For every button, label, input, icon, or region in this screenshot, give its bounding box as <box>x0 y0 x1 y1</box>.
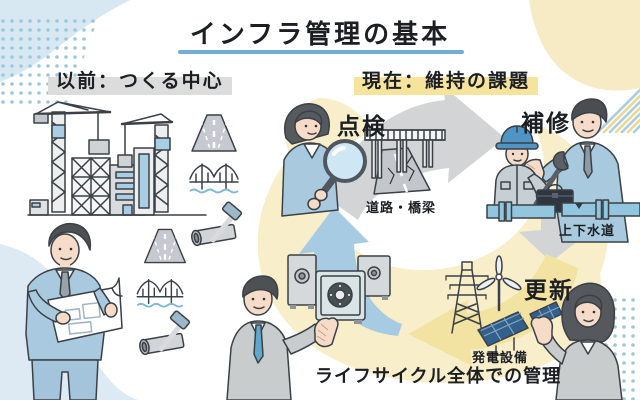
cycle-footer-label: ライフサイクル全体での管理 <box>315 366 562 386</box>
construction-scene <box>27 101 207 216</box>
crack <box>575 203 583 209</box>
tower-crane-icon-left <box>33 101 112 213</box>
hair <box>48 222 92 251</box>
blue-tie <box>253 324 264 364</box>
stripe-pattern-top-right <box>596 88 640 134</box>
cracked-road-icon <box>373 147 431 195</box>
arrow-top-gray <box>330 86 505 220</box>
cycle-step-inspection: 点検 <box>337 113 387 139</box>
page-title: インフラ管理の基本 <box>189 19 451 49</box>
tower-crane-icon-right <box>117 113 174 213</box>
arrow-right-down-gray <box>519 192 597 262</box>
scaffold-building-icon <box>71 157 111 216</box>
pipe-hammer-icon <box>139 310 191 356</box>
manager-man <box>226 275 339 400</box>
roads-bridges-illustration <box>364 129 446 195</box>
caption-power-facilities: 発電設備 <box>472 350 529 365</box>
inspector-woman <box>281 103 367 217</box>
section-heading-before: 以前：つくる中心 <box>48 64 232 95</box>
safe-icon-front <box>315 270 366 324</box>
solar-panel-icon <box>477 311 529 356</box>
caption-water-sewer: 上下水道 <box>559 223 616 238</box>
safe-icon <box>357 255 391 300</box>
road-icon <box>191 114 237 152</box>
road-icon <box>144 228 186 264</box>
suspension-bridge-icon <box>136 278 184 308</box>
open-hand <box>313 317 339 348</box>
open-hand <box>530 316 554 346</box>
safe-icon <box>287 254 317 309</box>
pants <box>31 359 99 400</box>
power-pylon-icon <box>445 261 489 334</box>
water-pipe-icon <box>486 199 640 222</box>
suspension-bridge-icon <box>189 163 239 194</box>
wind-turbine-icon <box>476 255 522 312</box>
section-heading-now: 現在：維持の課題 <box>354 64 539 95</box>
site-box-icon <box>29 199 49 216</box>
manager-woman <box>530 282 623 400</box>
cycle-step-renewal: 更新 <box>524 277 574 303</box>
safes-group <box>287 254 391 324</box>
hammer-icon <box>158 310 191 352</box>
girder-bridge-icon <box>364 129 446 179</box>
title-underline <box>178 50 464 54</box>
cycle-step-repair: 補修 <box>521 110 571 136</box>
caption-roads-bridges: 道路・橋梁 <box>366 200 437 215</box>
corner-blob-top-right <box>529 0 640 91</box>
pipe-hammer-icon <box>191 201 243 247</box>
man-with-blueprint <box>25 222 123 400</box>
hammer-icon <box>210 201 243 243</box>
arrow-bottom-yellow <box>408 254 578 366</box>
tall-building-icon <box>133 147 155 216</box>
